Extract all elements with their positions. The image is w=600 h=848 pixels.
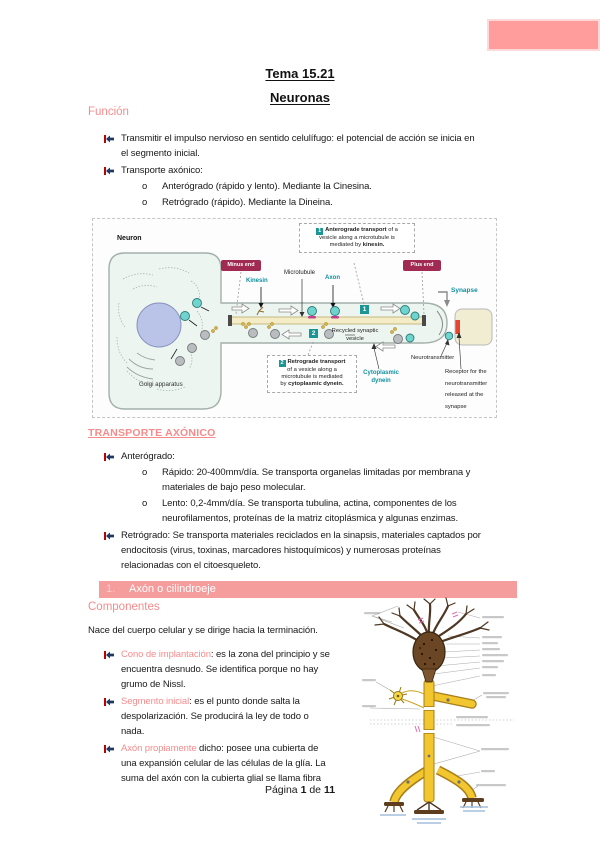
text-line: nada. bbox=[121, 726, 145, 737]
arrow-bullet-icon bbox=[104, 697, 114, 707]
banner-number: 1. bbox=[106, 583, 116, 595]
page-number-footer: Página 1 de 11 bbox=[264, 784, 336, 796]
arrow-bullet-icon bbox=[104, 650, 114, 660]
text-line: suma del axón con la cubierta glial se l… bbox=[121, 773, 321, 784]
retrograde-number-chip: 2 bbox=[309, 329, 318, 338]
axonal-transport-drawing bbox=[108, 252, 493, 410]
section-heading-transporte: TRANSPORTE AXÓNICO bbox=[88, 427, 216, 439]
section-banner-axon: 1. Axón o cilindroeje bbox=[99, 581, 517, 598]
list-item: Cono de implantación: es la zona del pri… bbox=[104, 647, 372, 692]
text-line: endocitosis (virus, toxinas, marcadores … bbox=[121, 545, 441, 556]
neuron-anatomy-drawing bbox=[362, 597, 514, 824]
list-item: Anterógrado: bbox=[104, 449, 534, 464]
text-line: Axón propiamente dicho: posee una cubier… bbox=[121, 743, 319, 754]
kinesin-label: Kinesin bbox=[246, 278, 268, 284]
text-line: relacionadas con el citoesqueleto. bbox=[121, 560, 261, 571]
neuron-label: Neuron bbox=[117, 235, 142, 242]
text-line: Segmento inicial: es el punto donde salt… bbox=[121, 696, 300, 707]
microtubule-label: Microtubule bbox=[284, 270, 316, 276]
text-line: grumo de Nissl. bbox=[121, 679, 186, 690]
sub-list-item: o Retrógrado (rápido). Mediante la Dinei… bbox=[104, 195, 534, 210]
step-2-chip: 2 bbox=[278, 360, 286, 367]
arrow-bullet-icon bbox=[104, 134, 114, 144]
section-heading-funcion: Función bbox=[88, 106, 129, 118]
text-line: Retrógrado: Se transporta materiales rec… bbox=[121, 530, 481, 541]
axon-label: Axon bbox=[325, 275, 340, 281]
text-line: neurofilamentos, proteínas de la matriz … bbox=[162, 513, 458, 524]
page-title: Tema 15.21 bbox=[265, 66, 335, 81]
list-item: Axón propiamente dicho: posee una cubier… bbox=[104, 741, 372, 786]
text-line: Retrógrado (rápido). Mediante la Dineina… bbox=[162, 197, 333, 208]
list-item: Retrógrado: Se transporta materiales rec… bbox=[104, 528, 534, 573]
page-subtitle: Neuronas bbox=[270, 90, 330, 105]
receptor-label: Receptor for the neurotransmitter releas… bbox=[445, 369, 488, 410]
list-item: Segmento inicial: es el punto donde salt… bbox=[104, 694, 372, 739]
circle-bullet: o bbox=[142, 197, 148, 208]
arrow-bullet-icon bbox=[104, 166, 114, 176]
anterograde-number-chip: 1 bbox=[360, 305, 369, 314]
step-1-chip: 1 bbox=[316, 228, 324, 235]
banner-title: Axón o cilindroeje bbox=[129, 583, 216, 595]
circle-bullet: o bbox=[142, 181, 148, 192]
text-line: Transporte axónico: bbox=[121, 165, 203, 176]
text-line: el segmento inicial. bbox=[121, 148, 200, 159]
text-line: Lento: 0,2-4mm/día. Se transporta tubuli… bbox=[162, 498, 457, 509]
sub-list-item: o Lento: 0,2-4mm/día. Se transporta tubu… bbox=[104, 496, 534, 526]
list-item: Transmitir el impulso nervioso en sentid… bbox=[104, 131, 534, 161]
arrow-bullet-icon bbox=[104, 531, 114, 541]
keyword: Axón propiamente bbox=[121, 743, 197, 754]
neuron-anatomy-figure bbox=[362, 596, 520, 840]
sub-list-item: o Rápido: 20-400mm/día. Se transporta or… bbox=[104, 465, 534, 495]
text-line: encuentra desnudo. Se identifica porque … bbox=[121, 664, 319, 675]
synapse-label: Synapse bbox=[451, 287, 478, 294]
recycled-vesicle-label: Recycled synaptic vesicle bbox=[331, 328, 379, 342]
componentes-list: Cono de implantación: es la zona del pri… bbox=[104, 647, 372, 786]
axonal-transport-figure: Neuron Golgi apparatus Minus end Plus en… bbox=[92, 218, 497, 418]
text-line: materiales de bajo peso molecular. bbox=[162, 482, 306, 493]
componentes-intro: Nace del cuerpo celular y se dirige haci… bbox=[88, 625, 318, 636]
text-line: Rápido: 20-400mm/día. Se transporta orga… bbox=[162, 467, 471, 478]
golgi-label: Golgi apparatus bbox=[139, 381, 183, 388]
text-line: Cono de implantación: es la zona del pri… bbox=[121, 649, 330, 660]
circle-bullet: o bbox=[142, 467, 148, 478]
arrow-bullet-icon bbox=[104, 744, 114, 754]
keyword: Cono de implantación bbox=[121, 649, 211, 660]
minus-end-badge: Minus end bbox=[221, 260, 261, 271]
list-item: Transporte axónico: bbox=[104, 163, 534, 178]
circle-bullet: o bbox=[142, 498, 148, 509]
section-heading-componentes: Componentes bbox=[88, 601, 160, 613]
text-line: Anterógrado: bbox=[121, 451, 175, 462]
text-line: Anterógrado (rápido y lento). Mediante l… bbox=[162, 181, 372, 192]
transporte-list: Anterógrado: o Rápido: 20-400mm/día. Se … bbox=[104, 449, 534, 573]
keyword: Segmento inicial bbox=[121, 696, 190, 707]
redacted-header-box bbox=[487, 19, 600, 51]
cytoplasmic-dynein-label: Cytoplasmic dynein bbox=[363, 370, 399, 384]
text-line: una expansión celular de las células de … bbox=[121, 758, 326, 769]
text-line: Transmitir el impulso nervioso en sentid… bbox=[121, 133, 475, 144]
neurotransmitter-label: Neurotransmitter bbox=[411, 355, 455, 361]
sub-list-item: o Anterógrado (rápido y lento). Mediante… bbox=[104, 179, 534, 194]
text-line: despolarización. Se producirá la ley de … bbox=[121, 711, 309, 722]
funcion-list: Transmitir el impulso nervioso en sentid… bbox=[104, 131, 534, 210]
plus-end-badge: Plus end bbox=[403, 260, 441, 271]
arrow-bullet-icon bbox=[104, 452, 114, 462]
